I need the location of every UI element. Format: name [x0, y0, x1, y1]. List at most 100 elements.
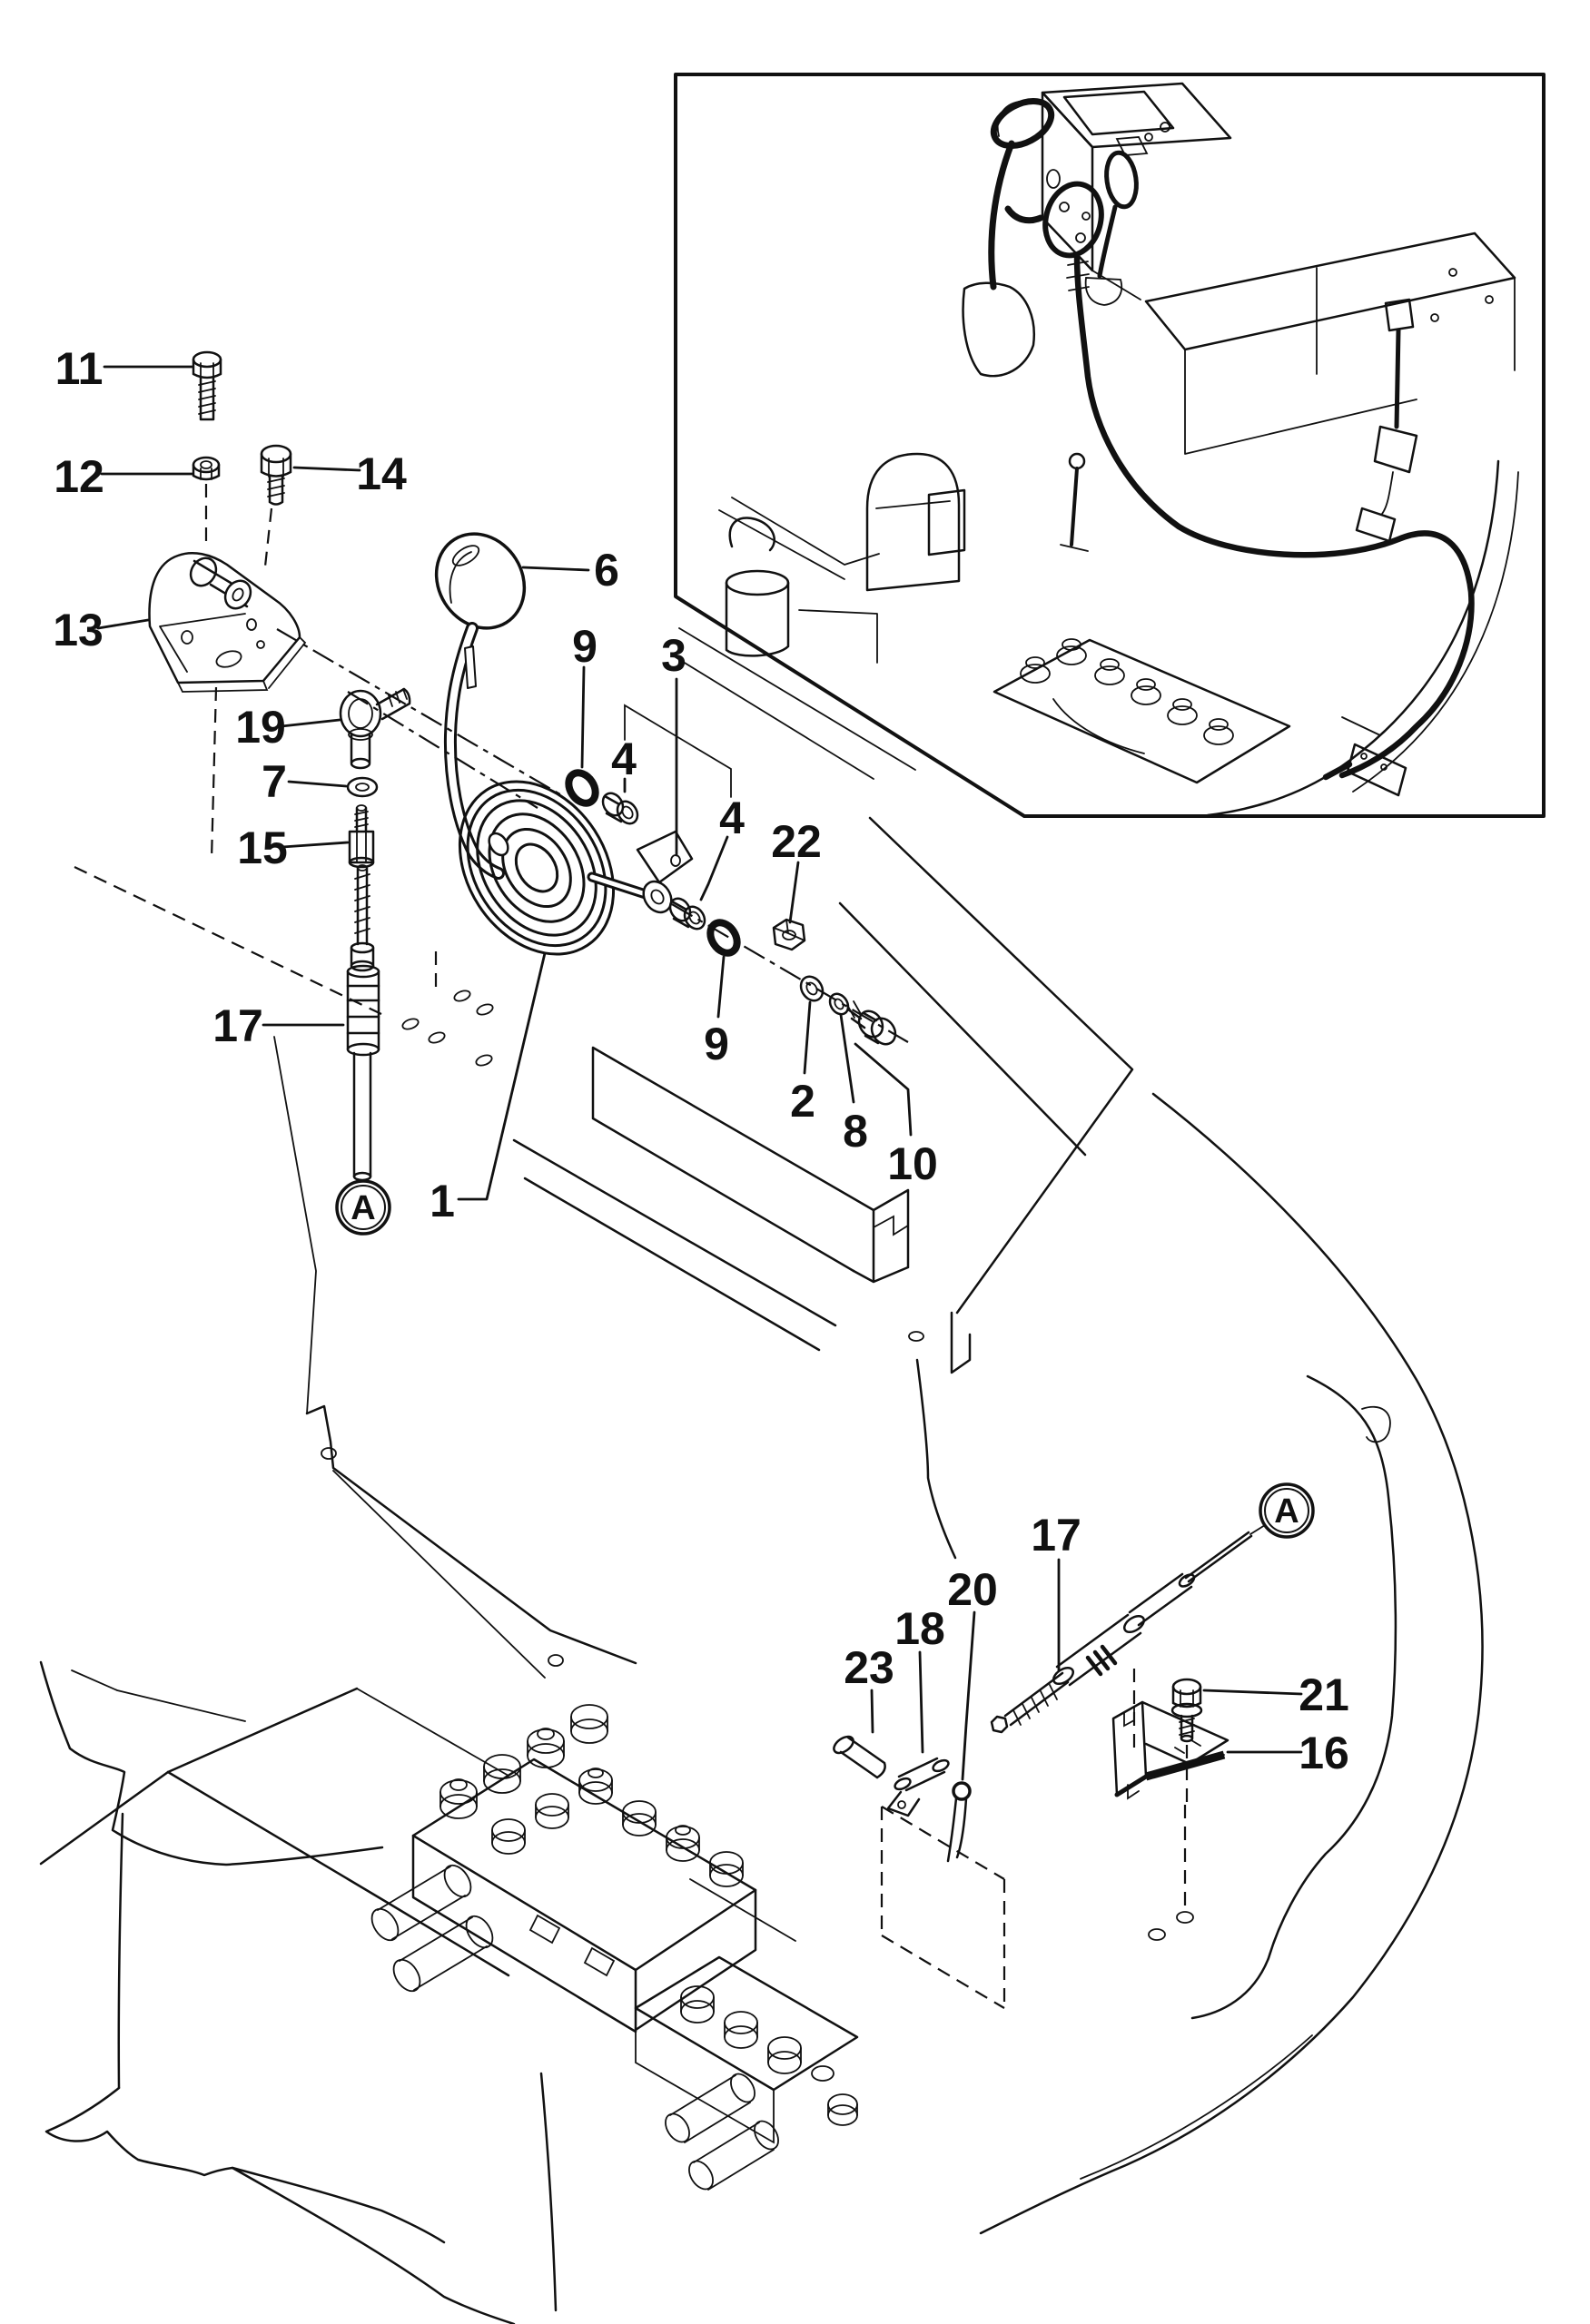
- part-14-bolt: [260, 444, 292, 506]
- part-22-nut: [772, 918, 806, 951]
- callout-leader-7: [287, 780, 348, 788]
- part-15-stud: [348, 804, 375, 869]
- part-17-cable-lower: [990, 1524, 1266, 1734]
- right-frame-curves: [979, 1092, 1484, 2235]
- machine-deck-drawing: [273, 816, 1134, 1679]
- part-number-text-6: 6: [594, 545, 619, 596]
- inset-machine-illustration: [675, 82, 1519, 817]
- part-number-text-11: 11: [55, 343, 104, 394]
- part-number-text-4b: 4: [719, 793, 745, 843]
- part-21-bolt: [1170, 1678, 1203, 1743]
- part-callout-2: 2: [790, 1000, 815, 1127]
- ref-marker-A-1: A: [335, 1179, 391, 1236]
- part-9-oring-upper: [565, 769, 599, 807]
- part-callout-8: 8: [839, 1013, 868, 1157]
- callout-leader-18: [918, 1650, 924, 1754]
- part-number-text-17a: 17: [212, 1000, 263, 1051]
- part-callout-17b: 17: [1031, 1510, 1081, 1672]
- callout-leader-22: [788, 861, 800, 924]
- part-2-washer: [799, 975, 825, 1002]
- part-callout-9a: 9: [572, 621, 597, 769]
- part-number-text-10: 10: [887, 1138, 938, 1189]
- part-number-text-13: 13: [53, 605, 104, 655]
- part-callout-22: 22: [771, 816, 822, 924]
- part-callout-14: 14: [292, 448, 407, 499]
- part-callout-20: 20: [947, 1564, 998, 1781]
- projection-dashed-lines: [74, 484, 1189, 2009]
- part-9-oring-lower: [706, 919, 741, 957]
- part-callout-3: 3: [661, 630, 686, 857]
- part-callout-10: 10: [854, 1042, 938, 1189]
- part-callout-1: 1: [430, 951, 547, 1226]
- callout-leader-10: [854, 1042, 913, 1137]
- callout-leader-21: [1202, 1689, 1303, 1696]
- callout-group-bracket-4: [624, 704, 732, 798]
- part-number-text-17b: 17: [1031, 1510, 1081, 1561]
- part-number-text-21: 21: [1299, 1669, 1349, 1720]
- projection-dash-2: [263, 507, 273, 567]
- part-11-bolt: [192, 350, 222, 421]
- part-callout-21: 21: [1202, 1669, 1349, 1720]
- ref-marker-letter: A: [351, 1189, 375, 1227]
- part-number-text-9a: 9: [572, 621, 597, 672]
- part-number-text-7: 7: [262, 756, 287, 807]
- ref-marker-outer-circle: [335, 1179, 391, 1236]
- exploded-parts: [148, 350, 1266, 1941]
- part-number-text-19: 19: [235, 702, 286, 753]
- ref-marker-inner-circle: [1264, 1488, 1309, 1533]
- part-20-cotter-pin: [946, 1781, 972, 1863]
- callout-leader-20: [961, 1610, 976, 1781]
- part-number-text-14: 14: [356, 448, 407, 499]
- part-number-text-3: 3: [661, 630, 686, 681]
- part-callout-6: 6: [521, 545, 619, 596]
- part-callout-16: 16: [1226, 1728, 1349, 1778]
- ref-marker-A-2: A: [1259, 1482, 1315, 1539]
- callout-leader-4b: [699, 835, 729, 901]
- callout-leader-23: [870, 1689, 874, 1734]
- ref-marker-outer-circle: [1259, 1482, 1315, 1539]
- part-number-text-20: 20: [947, 1564, 998, 1615]
- part-callout-18: 18: [894, 1603, 945, 1754]
- projection-dash-4: [74, 866, 382, 1015]
- part-13-bracket: [148, 552, 307, 693]
- part-callout-4b: 4: [699, 793, 745, 901]
- part-12-nut: [192, 456, 221, 481]
- part-16-bracket: [1111, 1700, 1230, 1941]
- part-callout-13: 13: [53, 605, 150, 655]
- part-callout-23: 23: [844, 1642, 894, 1734]
- part-number-text-2: 2: [790, 1076, 815, 1127]
- part-23-pin: [833, 1735, 886, 1779]
- part-callout-17a: 17: [212, 1000, 345, 1051]
- inset-overview-box: [674, 73, 1546, 818]
- ref-marker-letter: A: [1274, 1492, 1299, 1531]
- part-10-bolt: [846, 1000, 897, 1046]
- part-7-washer: [346, 776, 379, 798]
- part-number-text-16: 16: [1299, 1728, 1349, 1778]
- callout-leader-8: [839, 1013, 855, 1104]
- axis-line-1: [276, 628, 566, 798]
- callout-leader-6: [521, 566, 590, 572]
- callout-leader-15: [281, 841, 350, 849]
- exploded-axis-lines: [276, 628, 909, 1043]
- part-number-text-22: 22: [771, 816, 822, 867]
- part-8-washer: [828, 992, 850, 1016]
- valve-spool-caps: [439, 1704, 744, 1887]
- projection-dash-3: [210, 686, 218, 860]
- callout-leader-1: [457, 951, 547, 1201]
- axis-line-3: [671, 903, 909, 1043]
- inset-border: [674, 73, 1546, 818]
- part-callout-7: 7: [262, 756, 348, 807]
- callout-leader-2: [803, 1000, 812, 1075]
- ref-marker-inner-circle: [341, 1185, 386, 1230]
- projection-dash-10: [881, 1806, 1005, 1880]
- part-4-bushing-upper: [601, 792, 639, 825]
- part-number-text-12: 12: [54, 451, 104, 502]
- part-number-text-1: 1: [430, 1176, 455, 1226]
- part-number-text-8: 8: [843, 1106, 868, 1157]
- reference-markers-layer: AA: [335, 1179, 1315, 1539]
- projection-dash-12: [881, 1935, 1005, 2009]
- part-4-bushing-lower: [668, 897, 706, 931]
- part-callout-9b: 9: [704, 955, 729, 1069]
